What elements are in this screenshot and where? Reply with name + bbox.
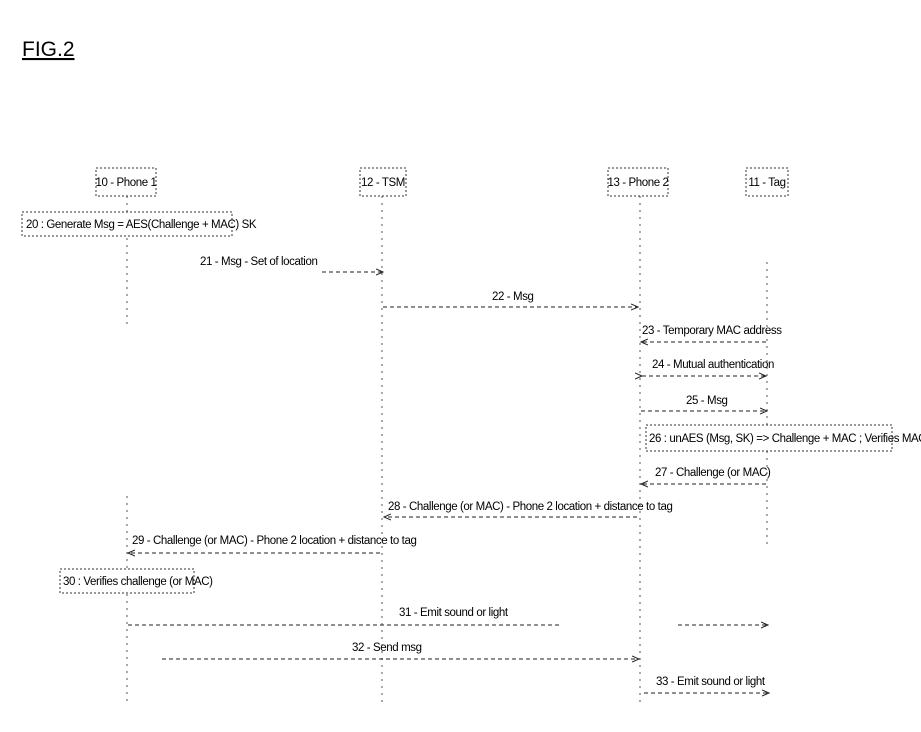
step-20-label: 20 : Generate Msg = AES(Challenge + MAC)… xyxy=(26,219,257,231)
participant-tsm-label: 12 - TSM xyxy=(361,177,405,189)
participant-tag: 11 - Tag xyxy=(746,168,788,196)
participant-tag-label: 11 - Tag xyxy=(748,177,785,189)
step-30-label: 30 : Verifies challenge (or MAC) xyxy=(63,576,213,588)
participant-phone2: 13 - Phone 2 xyxy=(607,168,668,196)
step-26-label: 26 : unAES (Msg, SK) => Challenge + MAC … xyxy=(649,433,921,445)
step-20-generate-msg: 20 : Generate Msg = AES(Challenge + MAC)… xyxy=(22,212,257,236)
step-30-verifies-challenge: 30 : Verifies challenge (or MAC) xyxy=(60,569,213,593)
step-26-unaes: 26 : unAES (Msg, SK) => Challenge + MAC … xyxy=(646,425,921,451)
step-31-label: 31 - Emit sound or light xyxy=(399,607,509,619)
step-29-label: 29 - Challenge (or MAC) - Phone 2 locati… xyxy=(132,535,416,547)
step-28-label: 28 - Challenge (or MAC) - Phone 2 locati… xyxy=(388,501,672,513)
step-33-label: 33 - Emit sound or light xyxy=(656,676,766,688)
step-27-label: 27 - Challenge (or MAC) xyxy=(655,467,771,479)
step-21-label: 21 - Msg - Set of location xyxy=(200,256,317,268)
participant-phone2-label: 13 - Phone 2 xyxy=(607,177,668,189)
step-23-label: 23 - Temporary MAC address xyxy=(642,325,782,337)
step-24-label: 24 - Mutual authentication xyxy=(652,359,774,371)
step-32-label: 32 - Send msg xyxy=(352,642,422,654)
participant-phone1: 10 - Phone 1 xyxy=(95,168,156,196)
figure-title: FIG.2 xyxy=(22,38,75,61)
participant-phone1-label: 10 - Phone 1 xyxy=(95,177,156,189)
step-25-label: 25 - Msg xyxy=(686,395,728,407)
participant-tsm: 12 - TSM xyxy=(360,168,406,196)
step-22-label: 22 - Msg xyxy=(492,291,534,303)
